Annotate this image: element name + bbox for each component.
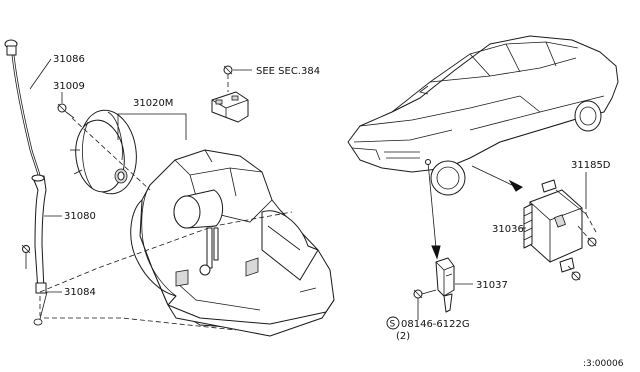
label-31020m: 31020M (133, 98, 173, 109)
label-31009: 31009 (53, 81, 85, 92)
label-31080: 31080 (64, 211, 96, 222)
ecu-module (523, 179, 583, 273)
dipstick-cap (6, 45, 17, 56)
o-ring (33, 318, 43, 326)
label-31086: 31086 (53, 54, 85, 65)
label-see-sec384: SEE SEC.384 (256, 66, 320, 77)
label-bolt-code: 08146-6122G (401, 319, 470, 330)
filler-tube (32, 175, 47, 292)
sensor-31037 (435, 257, 455, 313)
diagram-ref-code: :3:00006 (583, 359, 624, 369)
label-circle-s: S (390, 320, 396, 330)
bolt-08146 (413, 289, 437, 320)
transmission-case (130, 149, 335, 337)
circle-s-symbol (386, 316, 400, 330)
bolt-sec384 (223, 65, 233, 92)
arrow-to-31036 (471, 165, 523, 192)
dipstick-assembly (4, 39, 47, 326)
bolt-31009 (57, 103, 75, 119)
dipstick-blade (11, 54, 39, 176)
label-bolt-qty: (2) (396, 331, 410, 342)
mount-bracket (211, 91, 249, 123)
label-31036: 31036 (492, 224, 524, 235)
label-31084: 31084 (64, 287, 96, 298)
bolt-31185d-a (577, 225, 597, 247)
label-31185d: 31185D (571, 160, 611, 171)
label-31037: 31037 (476, 280, 508, 291)
torque-converter (70, 109, 137, 195)
bolt-31185d-b (567, 265, 581, 281)
car-illustration (347, 35, 619, 196)
arrow-to-31037 (425, 159, 441, 260)
